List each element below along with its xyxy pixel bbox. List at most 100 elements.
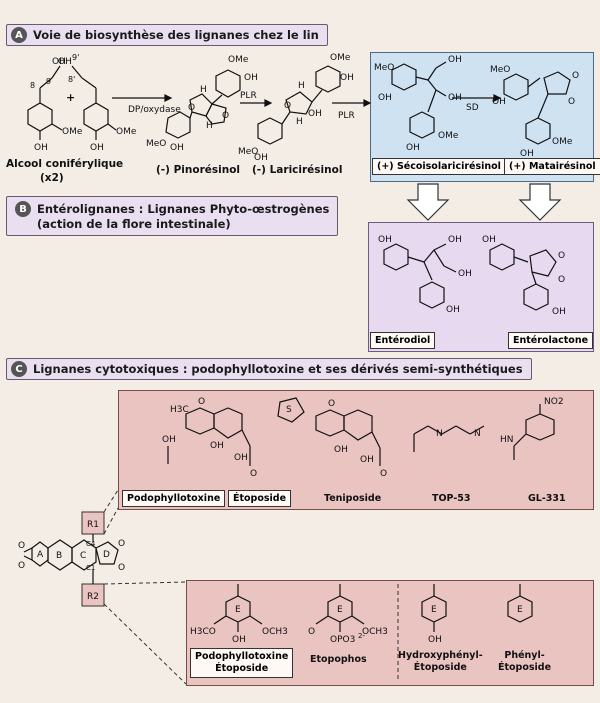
atom-label: OMe bbox=[62, 127, 83, 137]
core-c1: C1 bbox=[86, 564, 95, 572]
atom-label: OH bbox=[446, 305, 460, 315]
atom-label: O bbox=[284, 101, 291, 111]
atom-label: MeO bbox=[238, 147, 258, 157]
enzyme-label: PLR bbox=[240, 91, 257, 101]
pathway-molecules: OH OH 9 8 9' 8' + OMe OH OMe OH OMe OH O… bbox=[27, 53, 579, 163]
compound-x2: (x2) bbox=[40, 172, 64, 184]
enterodiol-label: Entérodiol bbox=[370, 332, 436, 349]
enzyme-label: PLR bbox=[338, 111, 355, 121]
core-c4: C4 bbox=[86, 540, 96, 548]
atom-label: NO2 bbox=[544, 397, 564, 407]
r2-label-line2: Étoposide bbox=[215, 663, 269, 674]
atom-label: OH bbox=[58, 57, 72, 67]
r2-phenyl-label: Phényl- Étoposide bbox=[498, 650, 551, 674]
section-b-letter: B bbox=[15, 201, 31, 217]
core-r1: R1 bbox=[87, 520, 99, 530]
atom-label: MeO bbox=[146, 139, 166, 149]
atom-label: OH bbox=[52, 57, 66, 67]
atom-label: O bbox=[558, 275, 565, 285]
atom-label: OH bbox=[170, 143, 184, 153]
atom-label: H bbox=[206, 121, 213, 131]
atom-label: OPO3 bbox=[330, 635, 355, 645]
atom-label: O bbox=[572, 71, 579, 81]
atom-label: + bbox=[66, 91, 75, 104]
atom-label: OH bbox=[448, 55, 462, 65]
atom-label: OH bbox=[210, 441, 224, 451]
atom-label: OH bbox=[448, 235, 462, 245]
enterolignane-molecules: OH OH OH OH OH O O OH bbox=[378, 235, 566, 317]
atom-label: H bbox=[200, 85, 207, 95]
atom-label: 2- bbox=[358, 632, 365, 640]
atom-label: OCH3 bbox=[262, 627, 288, 637]
atom-label: OCH3 bbox=[362, 627, 388, 637]
atom-label: 8 bbox=[30, 81, 35, 90]
r1-teniposide-label: Teniposide bbox=[324, 493, 382, 504]
atom-label: OH bbox=[234, 453, 248, 463]
atom-label: O bbox=[250, 469, 257, 479]
atom-label: O bbox=[328, 399, 335, 409]
atom-label: N bbox=[436, 429, 443, 439]
section-a-header: A Voie de biosynthèse des lignanes chez … bbox=[6, 24, 328, 46]
atom-label: H bbox=[296, 117, 303, 127]
r2-phenyl-line2: Étoposide bbox=[498, 662, 552, 673]
r2-label-line1: Podophyllotoxine bbox=[195, 651, 289, 662]
atom-label: E bbox=[431, 605, 437, 615]
r1-podophyllotoxine-label: Podophyllotoxine bbox=[122, 490, 226, 507]
r2-hydroxyphenyl-label: Hydroxyphényl- Étoposide bbox=[398, 650, 483, 674]
core-ring-c: C bbox=[80, 551, 86, 561]
enzyme-label: DP/oxydase bbox=[128, 105, 181, 115]
atom-label: OMe bbox=[330, 53, 351, 63]
atom-label: E bbox=[517, 605, 523, 615]
r2-hydroxyphenyl-line2: Étoposide bbox=[413, 662, 467, 673]
atom-label: O bbox=[18, 541, 25, 551]
core-ring-b: B bbox=[56, 551, 62, 561]
atom-label: OH bbox=[458, 269, 472, 279]
compound-coniferyl: Alcool coniférylique bbox=[6, 158, 124, 170]
r1-molecules: OH H3C O OH OH O S O OH OH O N N NO2 HN bbox=[162, 397, 564, 479]
atom-label: OH bbox=[378, 235, 392, 245]
r2-podophyllotoxine-etoposide: Podophyllotoxine Étoposide bbox=[190, 648, 294, 678]
atom-label: E bbox=[235, 605, 241, 615]
atom-label: H bbox=[298, 81, 305, 91]
atom-label: OH bbox=[482, 235, 496, 245]
atom-label: MeO bbox=[374, 63, 394, 73]
compound-matairesinol: (+) Matairésinol bbox=[504, 158, 600, 175]
atom-label: O bbox=[118, 563, 125, 573]
atom-label: OH bbox=[244, 73, 258, 83]
r2-molecules: E H3CO OCH3 OH E O OCH3 OPO3 2- E OH E bbox=[190, 584, 533, 680]
section-b-header: B Entérolignanes : Lignanes Phyto-œstrog… bbox=[6, 196, 339, 236]
atom-label: 9 bbox=[46, 77, 51, 86]
atom-label: HN bbox=[500, 435, 514, 445]
section-b-subtitle: (action de la flore intestinale) bbox=[37, 217, 231, 231]
atom-label: O bbox=[558, 251, 565, 261]
compound-pinoresinol: (-) Pinorésinol bbox=[156, 164, 241, 176]
r2-etopophos-label: Etopophos bbox=[310, 654, 367, 665]
r1-gl331-label: GL-331 bbox=[528, 493, 566, 504]
atom-label: OH bbox=[90, 143, 104, 153]
section-c-title: Lignanes cytotoxiques : podophyllotoxine… bbox=[33, 362, 523, 376]
atom-label: OH bbox=[448, 93, 462, 103]
enterolactone-label: Entérolactone bbox=[508, 332, 594, 349]
atom-label: OH bbox=[308, 109, 322, 119]
atom-label: O bbox=[118, 539, 125, 549]
atom-label: H3C bbox=[170, 405, 189, 415]
atom-label: OH bbox=[360, 455, 374, 465]
enterolignanes-box bbox=[368, 222, 594, 352]
core-ring-a: A bbox=[37, 550, 44, 560]
atom-label: 9' bbox=[72, 53, 79, 62]
atom-label: OH bbox=[254, 153, 268, 163]
r1-top53-label: TOP-53 bbox=[432, 493, 471, 504]
atom-label: OMe bbox=[228, 55, 249, 65]
atom-label: OH bbox=[552, 307, 566, 317]
atom-label: O bbox=[568, 97, 575, 107]
atom-label: O bbox=[380, 469, 387, 479]
podophyllotoxin-core: R1 R2 A B C D C4 C1 O O O O bbox=[18, 489, 187, 685]
atom-label: O bbox=[222, 111, 229, 121]
section-a-title: Voie de biosynthèse des lignanes chez le… bbox=[33, 28, 319, 42]
r2-hydroxyphenyl-line1: Hydroxyphényl- bbox=[398, 650, 483, 661]
atom-label: OH bbox=[428, 635, 442, 645]
atom-label: O bbox=[198, 397, 205, 407]
atom-label: O bbox=[18, 561, 25, 571]
atom-label: OMe bbox=[438, 131, 459, 141]
atom-label: S bbox=[286, 405, 292, 415]
